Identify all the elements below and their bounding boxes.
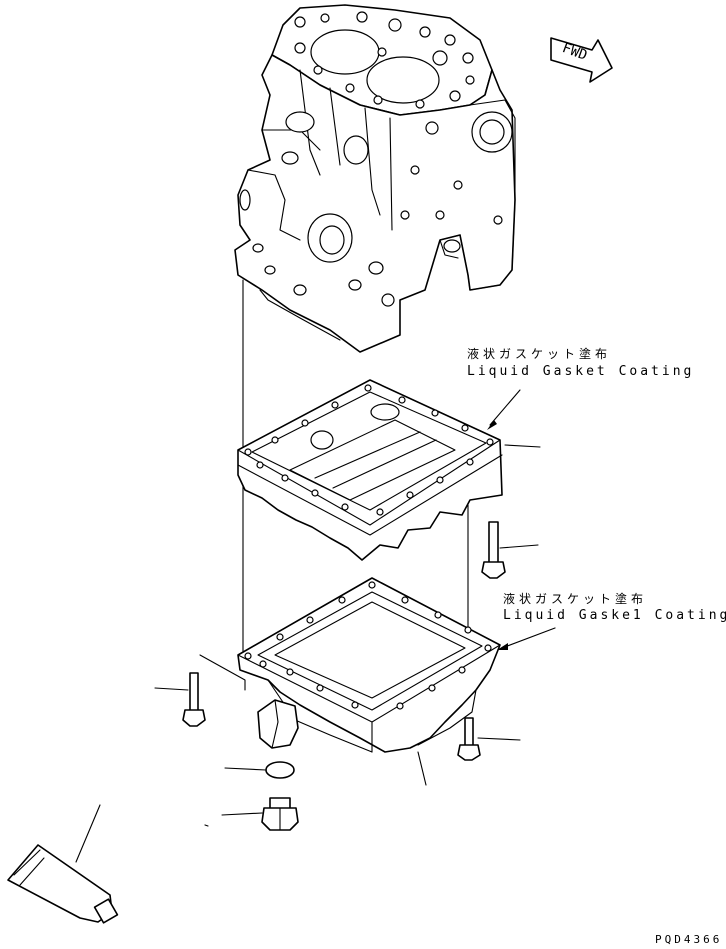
note-1-en: Liquid Gasket Coating <box>467 364 695 379</box>
oil-pan-adapter <box>237 379 503 561</box>
bolt-upper-right <box>481 521 506 579</box>
drain-plug <box>261 797 299 831</box>
cylinder-block <box>234 4 516 353</box>
bolt-lower-right <box>457 717 481 761</box>
washer <box>265 761 295 779</box>
note-2-jp: 液状ガスケット塗布 <box>503 592 648 606</box>
oil-pan <box>237 577 501 753</box>
drawing-code: PQD4366 <box>655 933 723 946</box>
note-1-jp: 液状ガスケット塗布 <box>467 347 612 361</box>
leader-lines <box>75 389 556 863</box>
gasket-tube <box>7 844 119 924</box>
forward-arrow-icon <box>550 37 613 83</box>
bolt-left <box>182 654 246 727</box>
note-2-en: Liquid Gaske1 Coating <box>503 608 726 623</box>
